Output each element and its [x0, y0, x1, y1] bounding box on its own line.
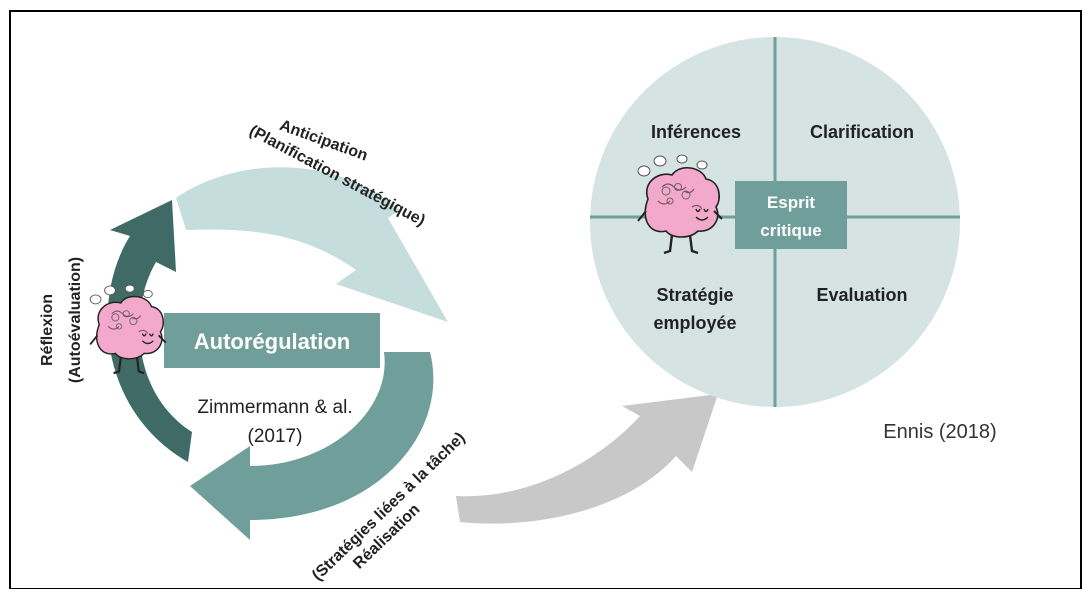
zimmermann-citation-line2: (2017)	[248, 426, 303, 447]
quadrant-clarification: Clarification	[810, 122, 914, 142]
cycle-diagram	[107, 167, 718, 540]
reflexion-arrow	[107, 200, 192, 462]
esprit-label-line2: critique	[760, 221, 821, 240]
quadrant-strategie-line1: Stratégie	[656, 285, 733, 305]
realisation-arrow	[190, 352, 434, 540]
quadrant-strategie-line2: employée	[653, 313, 736, 333]
esprit-critique-box	[735, 181, 847, 249]
reflexion-title: Réflexion	[39, 294, 56, 366]
anticipation-arrow	[176, 167, 448, 322]
autoregulation-box	[164, 313, 380, 368]
zimmermann-citation-line1: Zimmermann & al.	[197, 397, 352, 418]
critical-thinking-circle	[590, 37, 960, 407]
quadrant-inferences: Inférences	[651, 122, 741, 142]
reflexion-subtitle: (Autoévaluation)	[67, 257, 84, 383]
quadrant-evaluation: Evaluation	[816, 285, 907, 305]
transition-arrow	[456, 394, 718, 524]
outer-frame	[9, 10, 1082, 589]
esprit-label-line1: Esprit	[767, 193, 816, 212]
autoregulation-label: Autorégulation	[194, 329, 350, 354]
ennis-citation: Ennis (2018)	[883, 421, 996, 443]
